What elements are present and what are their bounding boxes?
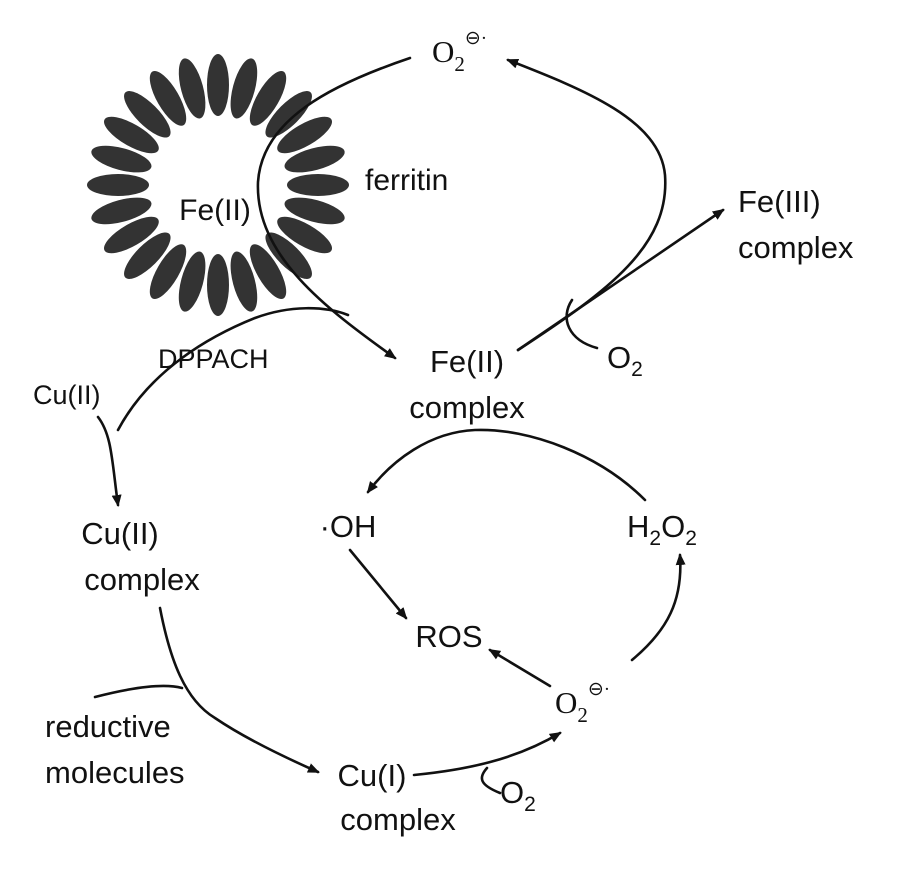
edge-h2o2-to-hydroxyl (366, 428, 647, 502)
reductive-label-line2: molecules (45, 755, 185, 790)
ferritin-shell (87, 54, 349, 316)
ferritin-petal (207, 254, 229, 316)
dppach-label: DPPACH (158, 344, 269, 374)
edge-cu2-to-cu2-complex (96, 415, 122, 507)
cu2-complex-label-line2: complex (84, 562, 200, 597)
ferritin-petal (178, 251, 206, 312)
ferritin-petal (265, 91, 312, 138)
ferritin-petal (230, 58, 258, 119)
ferritin-petal (284, 145, 345, 173)
ferritin-petal (287, 174, 349, 196)
edge-dppach-branch (116, 306, 350, 432)
cu2-complex-label-line1: Cu(II) (81, 516, 159, 551)
ferritin-petal (207, 54, 229, 116)
ferritin-petal (91, 145, 152, 173)
o2-fe-label: O2 (607, 340, 643, 381)
edge-cu2-complex-to-cu1-complex (158, 606, 320, 774)
fe3-complex-label-line1: Fe(III) (738, 184, 821, 219)
edge-superoxide-to-h2o2 (630, 553, 686, 662)
superoxide-top-label: O2⊖· (432, 28, 487, 76)
ferritin-petal (91, 197, 152, 225)
edge-fe2-complex-to-superoxide (506, 58, 667, 352)
ferritin-fe2-label: Fe(II) (179, 194, 251, 227)
ferritin-petal (149, 70, 187, 126)
ferritin-petal (87, 174, 149, 196)
ferritin-petal (249, 244, 287, 300)
ferritin-petal (230, 251, 258, 312)
edge-superoxide-to-ros (488, 648, 552, 688)
fe3-complex-label-line2: complex (738, 230, 854, 265)
ferritin-petal (277, 116, 333, 154)
cu1-complex-label-line1: Cu(I) (338, 758, 407, 793)
edge-cu1-complex-to-superoxide (412, 731, 562, 777)
hydroxyl-label: ·OH (320, 509, 377, 544)
ferritin-petal (103, 216, 159, 254)
ferritin-petal (265, 232, 312, 279)
cu2-label: Cu(II) (33, 380, 101, 410)
ferritin-petal (249, 70, 287, 126)
ferritin-label: ferritin (365, 164, 448, 197)
ferritin-petal (284, 197, 345, 225)
edge-o2-joins-fe (565, 298, 599, 350)
superoxide-bottom-label: O2⊖· (555, 679, 610, 727)
ferritin-petal (277, 216, 333, 254)
ferritin-petal (178, 58, 206, 119)
ferritin-petal (124, 232, 171, 279)
reductive-label-line1: reductive (45, 709, 171, 744)
cu1-complex-label-line2: complex (340, 802, 456, 837)
ferritin-petal (103, 116, 159, 154)
fe2-complex-label-line2: complex (409, 390, 525, 425)
ferritin-petal (124, 91, 171, 138)
edge-o2-joins-cu (480, 766, 502, 795)
edge-hydroxyl-to-ros (348, 548, 408, 620)
h2o2-label: H2O2 (627, 509, 697, 550)
ferritin-petal (149, 244, 187, 300)
ros-label: ROS (415, 619, 482, 654)
o2-cu-label: O2 (500, 775, 536, 816)
fe2-complex-label-line1: Fe(II) (430, 344, 504, 379)
edge-reductive-joins (93, 684, 184, 699)
edge-fe2-complex-to-fe3-complex (516, 208, 725, 352)
